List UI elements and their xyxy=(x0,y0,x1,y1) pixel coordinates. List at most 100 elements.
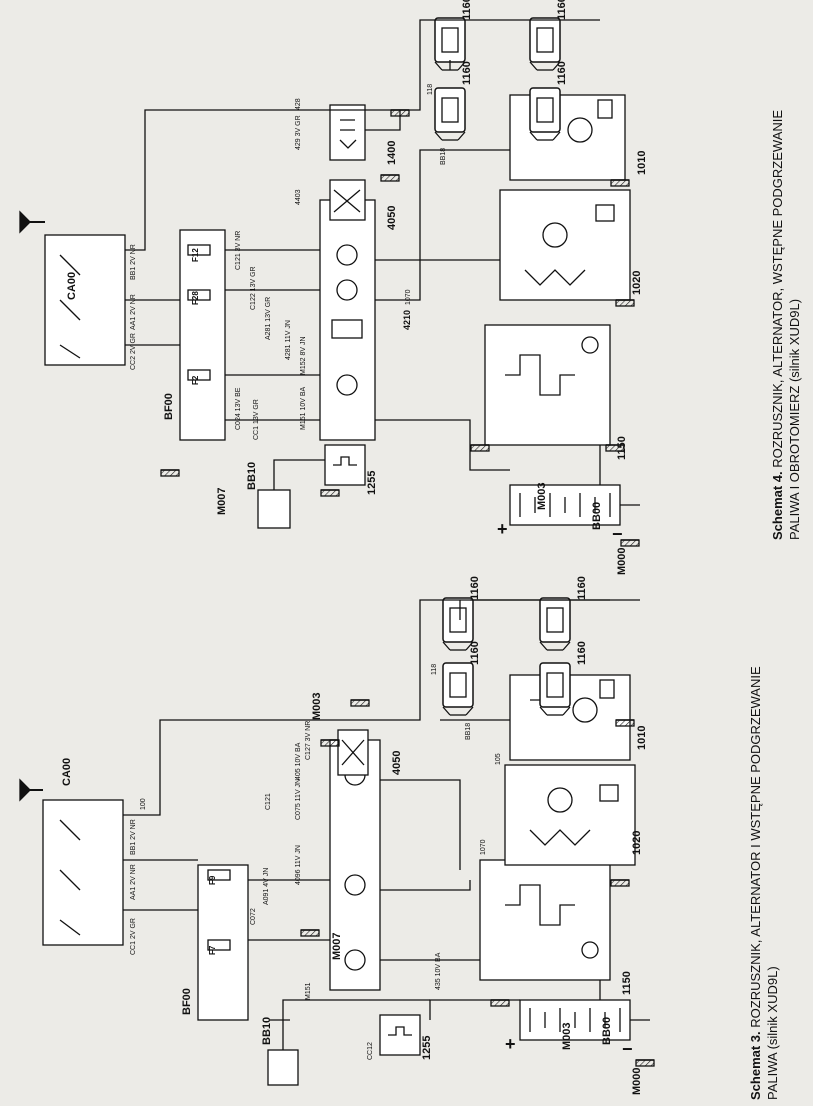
label-1160-g: 1160 xyxy=(461,0,473,20)
wire-label: M152 8V JN xyxy=(300,336,307,375)
label-1160-f: 1160 xyxy=(556,61,568,85)
label-m000-right: M000 xyxy=(616,547,628,575)
label-1020-right: 1020 xyxy=(631,271,643,295)
label-1160-a: 1160 xyxy=(469,641,481,665)
glow-plug-icon xyxy=(539,662,571,716)
wire-label: 435 10V BA xyxy=(435,952,442,990)
ignition-switch-ca00 xyxy=(42,799,124,946)
label-bb10-left: BB10 xyxy=(261,1017,273,1045)
wire-label: C072 xyxy=(250,908,257,925)
wire-label: C127 3V NR xyxy=(305,721,312,760)
alternator-1020 xyxy=(504,764,636,866)
label-4210-right: 4210 xyxy=(402,310,412,330)
label-1160-h: 1160 xyxy=(556,0,568,20)
label-1160-d: 1160 xyxy=(576,576,588,600)
plus-sign: + xyxy=(497,519,508,539)
wire-label: AA1 2V NR xyxy=(130,294,137,330)
label-m000-left: M000 xyxy=(631,1067,643,1095)
label-1255-right: 1255 xyxy=(366,471,378,495)
wire-label: 1070 xyxy=(405,289,412,305)
wire-label: C121 3V NR xyxy=(235,231,242,270)
plus-sign: + xyxy=(505,1034,516,1054)
svg-text:PALIWA I OBROTOMIERZ (silnik X: PALIWA I OBROTOMIERZ (silnik XUD9L) xyxy=(787,299,802,540)
ignition-switch-ca00 xyxy=(44,234,126,366)
label-m003-right: M003 xyxy=(536,482,548,510)
wire-label: CC12 xyxy=(367,1042,374,1060)
label-m003b-left: M003 xyxy=(311,692,323,720)
wire-label: C122 13V GR xyxy=(250,266,257,310)
fuse-box-bf00 xyxy=(179,229,226,441)
wire-label: 429 3V GR xyxy=(295,115,302,150)
label-1160-c: 1160 xyxy=(469,576,481,600)
component-labels-right: CA00 BF00 BB10 1255 BB00 M000 M003 M007 … xyxy=(66,0,648,575)
wire-label: 428 xyxy=(295,98,302,110)
battery-fuse-bb10 xyxy=(267,1049,299,1086)
glow-plug-icon xyxy=(539,597,571,651)
wire-label: 405 10V BA xyxy=(295,742,302,780)
label-1255-left: 1255 xyxy=(421,1036,433,1060)
wire-label: C121 xyxy=(265,793,272,810)
label-1400-right: 1400 xyxy=(386,141,398,165)
caption-3-line2: PALIWA xyxy=(765,1052,780,1100)
label-f9: F9 xyxy=(208,875,217,885)
preheat-unit-1150 xyxy=(479,859,611,981)
wire-label: 4096 11V JN xyxy=(295,845,302,885)
wire-label: C024 13V BE xyxy=(235,387,242,430)
schemat-4-diagram xyxy=(19,17,640,547)
label-f12: F12 xyxy=(191,248,200,262)
battery-polarity: + − + − xyxy=(497,519,633,1059)
wire-label: C075 11V JN xyxy=(295,779,302,820)
label-4050-left: 4050 xyxy=(391,751,403,775)
wire-label: 118 xyxy=(431,664,438,675)
svg-text:PALIWA (silnik XUD9L): PALIWA (silnik XUD9L) xyxy=(765,966,780,1100)
label-bf00-left: BF00 xyxy=(181,988,193,1015)
glow-plug-icon xyxy=(442,662,474,716)
wire-label: AA1 2V NR xyxy=(130,864,137,900)
wire-label: 4403 xyxy=(295,189,302,205)
caption-3-line1: ROZRUSZNIK, ALTERNATOR I WSTĘPNE PODGRZE… xyxy=(748,666,763,1031)
key-icon xyxy=(19,210,45,234)
wire-label: M151 xyxy=(305,982,312,1000)
label-ca00-left: CA00 xyxy=(61,758,73,786)
glow-plug-icon xyxy=(434,87,466,141)
wire-label: CC2 2V GR xyxy=(130,333,137,370)
alternator-1020 xyxy=(499,189,631,301)
wire-label: CC1 2V GR xyxy=(130,918,137,955)
wire-label: M151 10V BA xyxy=(300,386,307,430)
label-bf00-right: BF00 xyxy=(163,393,175,420)
wire-labels-right: CC2 2V GR AA1 2V NR BB1 2V NR C121 3V NR… xyxy=(130,84,447,440)
label-bb00-left: BB00 xyxy=(601,1017,613,1045)
wire-label: 4281 11V JN xyxy=(285,320,292,360)
label-1160-e: 1160 xyxy=(461,61,473,85)
label-1020-left: 1020 xyxy=(631,831,643,855)
minus-sign: − xyxy=(622,1039,633,1059)
label-1010-left: 1010 xyxy=(636,726,648,750)
wire-label: 105 xyxy=(495,753,502,765)
label-1160-b: 1160 xyxy=(576,641,588,665)
label-f28: F28 xyxy=(191,291,200,305)
label-f7: F7 xyxy=(208,945,217,955)
caption-4-line2: PALIWA I OBROTOMIERZ xyxy=(787,386,802,540)
label-1010-right: 1010 xyxy=(636,151,648,175)
caption-4-bold: Schemat 4. xyxy=(770,471,785,540)
label-m003-left: M003 xyxy=(561,1022,573,1050)
wire-label: A091 4V JN xyxy=(263,868,270,905)
label-bb10-right: BB10 xyxy=(246,462,258,490)
battery-bb00 xyxy=(519,999,631,1041)
caption-4-line1: ROZRUSZNIK, ALTERNATOR, WSTĘPNE PODGRZEW… xyxy=(770,110,785,472)
caption-3-line2b: (silnik XUD9L) xyxy=(765,966,780,1053)
schemat-3-diagram xyxy=(19,597,655,1086)
label-4050-right: 4050 xyxy=(386,206,398,230)
minus-sign: − xyxy=(612,524,623,544)
wire-label: BB1 2V NR xyxy=(130,819,137,855)
component-labels-left: CA00 BF00 BB10 1255 BB00 M000 M003 M007 … xyxy=(61,576,648,1095)
wire-label: 118 xyxy=(427,84,434,95)
label-f2: F2 xyxy=(191,375,200,385)
wire-label: BB18 xyxy=(440,148,447,165)
svg-text:Schemat 3. ROZRUSZNIK, ALTERNA: Schemat 3. ROZRUSZNIK, ALTERNATOR I WSTĘ… xyxy=(748,666,763,1100)
caption-3-bold: Schemat 3. xyxy=(748,1031,763,1100)
relay-1255 xyxy=(324,444,366,486)
instrument-block xyxy=(329,739,381,991)
caption-4-line2b: (silnik XUD9L) xyxy=(787,299,802,386)
